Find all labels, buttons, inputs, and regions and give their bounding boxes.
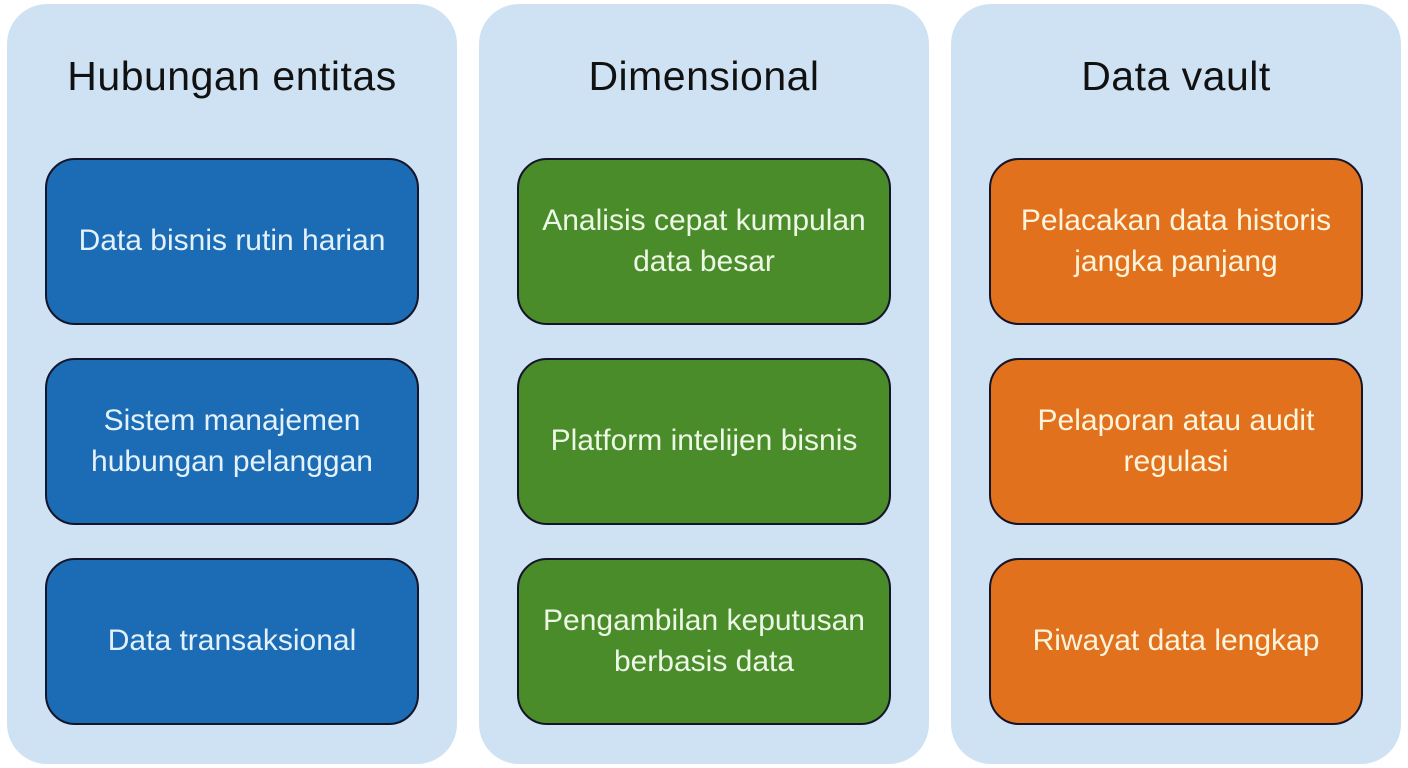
box-pengambilan-keputusan-berbasis-data: Pengambilan keputusan berbasis data (517, 558, 891, 725)
box-sistem-manajemen-hubungan-pelanggan: Sistem manajemen hubungan pelanggan (45, 358, 419, 525)
box-pelacakan-data-historis-jangka-panjang: Pelacakan data historis jangka panjang (989, 158, 1363, 325)
panel-title-hubungan-entitas: Hubungan entitas (67, 52, 397, 99)
panel-title-dimensional: Dimensional (588, 52, 820, 99)
box-group-hubungan-entitas: Data bisnis rutin harian Sistem manajeme… (7, 158, 457, 725)
box-group-dimensional: Analisis cepat kumpulan data besar Platf… (479, 158, 929, 725)
box-data-transaksional: Data transaksional (45, 558, 419, 725)
panel-title-data-vault: Data vault (1081, 52, 1271, 99)
box-analisis-cepat-kumpulan-data-besar: Analisis cepat kumpulan data besar (517, 158, 891, 325)
panel-dimensional: Dimensional Analisis cepat kumpulan data… (479, 4, 929, 764)
box-data-bisnis-rutin-harian: Data bisnis rutin harian (45, 158, 419, 325)
box-platform-intelijen-bisnis: Platform intelijen bisnis (517, 358, 891, 525)
box-group-data-vault: Pelacakan data historis jangka panjang P… (951, 158, 1401, 725)
panel-hubungan-entitas: Hubungan entitas Data bisnis rutin haria… (7, 4, 457, 764)
box-pelaporan-atau-audit-regulasi: Pelaporan atau audit regulasi (989, 358, 1363, 525)
box-riwayat-data-lengkap: Riwayat data lengkap (989, 558, 1363, 725)
panel-data-vault: Data vault Pelacakan data historis jangk… (951, 4, 1401, 764)
